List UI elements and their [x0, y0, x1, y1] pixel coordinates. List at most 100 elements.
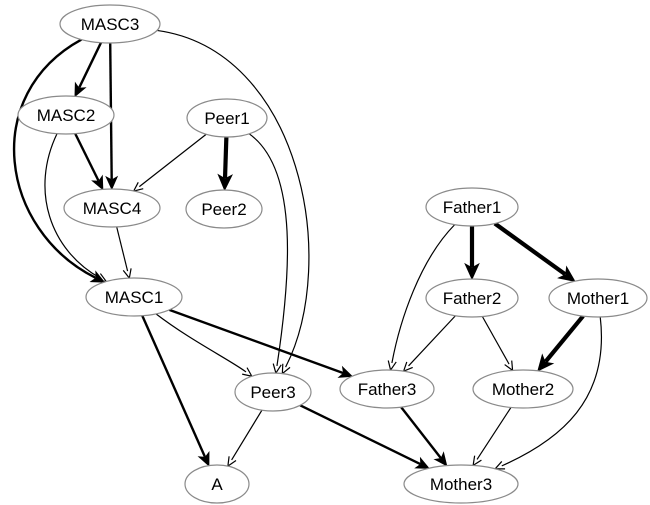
arrowhead [91, 174, 104, 191]
node-ellipse [85, 277, 183, 317]
edge-masc3-to-masc1 [12, 38, 106, 283]
edge-line [168, 308, 344, 375]
arrowhead [464, 262, 480, 281]
node-ellipse [548, 278, 648, 318]
edge-father2-to-father3 [402, 315, 456, 373]
node-label: MASC2 [37, 106, 96, 125]
edge-line [400, 406, 442, 459]
node-label: MASC3 [81, 15, 140, 34]
arrowhead [433, 451, 448, 467]
node-label: Father2 [443, 289, 502, 308]
edge-masc4-to-masc1 [116, 226, 132, 280]
arrowhead [557, 265, 576, 282]
edge-masc1-to-father3 [168, 308, 354, 378]
edge-line [481, 316, 510, 365]
node-father3: Father3 [339, 369, 435, 409]
node-ellipse [184, 464, 250, 504]
edge-line [155, 313, 247, 373]
node-mother1: Mother1 [548, 278, 648, 318]
edge-peer3-to-a [227, 409, 263, 468]
edge-peer1-to-peer3 [248, 133, 289, 375]
edge-line [248, 133, 289, 367]
edge-mother1-to-mother2 [537, 314, 585, 372]
node-ellipse [234, 372, 312, 412]
node-ellipse [186, 98, 268, 138]
node-father2: Father2 [425, 278, 519, 318]
node-peer2: Peer2 [185, 189, 263, 229]
arrowhead [472, 455, 482, 467]
edge-line [78, 42, 103, 89]
edge-line [156, 29, 310, 368]
node-ellipse [403, 464, 519, 504]
edge-father1-to-mother1 [493, 221, 576, 282]
edge-father2-to-mother2 [481, 316, 514, 372]
node-mother2: Mother2 [472, 369, 574, 409]
node-a: A [184, 464, 250, 504]
node-ellipse [425, 187, 519, 227]
edge-line [44, 133, 101, 279]
edge-line [116, 226, 129, 272]
node-ellipse [425, 278, 519, 318]
node-masc3: MASC3 [59, 4, 161, 44]
edge-line [141, 315, 207, 458]
edge-masc1-to-a [141, 315, 210, 467]
node-label: Father1 [443, 198, 502, 217]
node-peer3: Peer3 [234, 372, 312, 412]
edge-line [408, 315, 456, 367]
edge-father1-to-father2 [464, 226, 480, 281]
node-ellipse [59, 4, 161, 44]
node-ellipse [17, 95, 115, 135]
node-ellipse [339, 369, 435, 409]
edge-peer1-to-masc4 [132, 133, 207, 192]
node-label: Mother2 [492, 380, 554, 399]
node-masc2: MASC2 [17, 95, 115, 135]
node-label: Mother1 [567, 289, 629, 308]
edge-line [299, 404, 421, 466]
arrowhead [74, 81, 87, 98]
arrowhead [132, 182, 144, 192]
node-label: Peer1 [204, 109, 249, 128]
edge-line [74, 133, 100, 182]
node-peer1: Peer1 [186, 98, 268, 138]
edge-line [543, 314, 585, 363]
edge-line [231, 409, 263, 461]
edge-line [493, 221, 567, 276]
node-masc4: MASC4 [63, 188, 161, 228]
arrowhead [227, 456, 237, 468]
arrowhead [504, 360, 514, 372]
arrowhead [337, 365, 354, 378]
edge-line [501, 316, 603, 467]
edge-father3-to-mother3 [400, 406, 448, 467]
edge-peer3-to-mother3 [299, 404, 431, 469]
edge-line [138, 133, 207, 188]
edge-line [12, 38, 97, 279]
edge-line [391, 224, 456, 364]
node-ellipse [185, 189, 263, 229]
arrowhead [242, 367, 253, 378]
arrowhead [537, 353, 555, 372]
node-label: MASC4 [83, 199, 142, 218]
edge-peer1-to-peer2 [217, 136, 233, 192]
node-label: A [211, 475, 223, 494]
node-mother3: Mother3 [403, 464, 519, 504]
node-father1: Father1 [425, 187, 519, 227]
node-label: Peer2 [201, 200, 246, 219]
edges-layer [12, 29, 603, 470]
edge-line [476, 407, 512, 460]
arrowhead [217, 173, 233, 192]
node-ellipse [472, 369, 574, 409]
node-label: Father3 [358, 380, 417, 399]
node-label: MASC1 [105, 288, 164, 307]
edge-line [222, 136, 229, 179]
edge-mother2-to-mother3 [472, 407, 512, 467]
node-masc1: MASC1 [85, 277, 183, 317]
node-label: Peer3 [250, 383, 295, 402]
arrowhead [105, 175, 119, 191]
node-ellipse [63, 188, 161, 228]
node-label: Mother3 [430, 475, 492, 494]
edge-masc2-to-masc4 [74, 133, 104, 191]
arrowhead [414, 456, 431, 469]
arrowhead [197, 450, 210, 467]
